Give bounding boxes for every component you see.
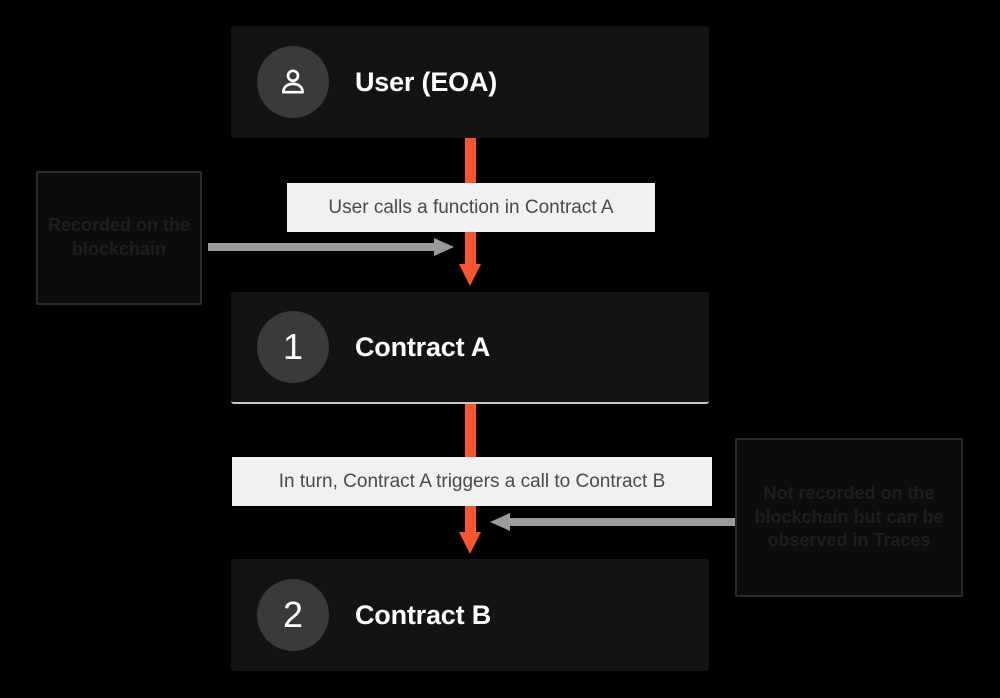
arrow-head-down-icon bbox=[459, 532, 481, 554]
step-number-badge: 1 bbox=[257, 311, 329, 383]
annotation-connector-left bbox=[208, 238, 454, 256]
person-icon bbox=[282, 69, 304, 94]
node-contract-b[interactable]: 2 Contract B bbox=[231, 559, 709, 671]
arrow-head-right-icon bbox=[434, 238, 454, 256]
step-number: 1 bbox=[282, 326, 304, 367]
annotation-left-text: Recorded on the blockchain bbox=[48, 215, 191, 259]
node-contract-a[interactable]: 1 Contract A bbox=[231, 292, 709, 404]
annotation-connector-right bbox=[490, 513, 735, 531]
step-number-badge: 2 bbox=[257, 579, 329, 651]
connector-shaft bbox=[508, 518, 735, 526]
connector-shaft bbox=[208, 243, 436, 251]
node-contract-a-label: Contract A bbox=[355, 331, 491, 362]
node-contract-b-label: Contract B bbox=[355, 599, 492, 630]
annotation-right-text: Not recorded on the blockchain but can b… bbox=[754, 482, 944, 551]
edge-label-user-to-contract-a: User calls a function in Contract A bbox=[287, 183, 655, 232]
annotation-box-right: Not recorded on the blockchain but can b… bbox=[735, 438, 963, 597]
edge-label-contract-a-to-contract-b: In turn, Contract A triggers a call to C… bbox=[232, 457, 712, 506]
node-user[interactable]: User (EOA) bbox=[231, 26, 709, 138]
node-user-label: User (EOA) bbox=[355, 66, 498, 97]
arrow-head-down-icon bbox=[459, 264, 481, 286]
annotation-box-left: Recorded on the blockchain bbox=[36, 171, 202, 305]
arrow-head-left-icon bbox=[490, 513, 510, 531]
user-avatar-badge bbox=[257, 46, 329, 118]
step-number: 2 bbox=[282, 594, 304, 635]
